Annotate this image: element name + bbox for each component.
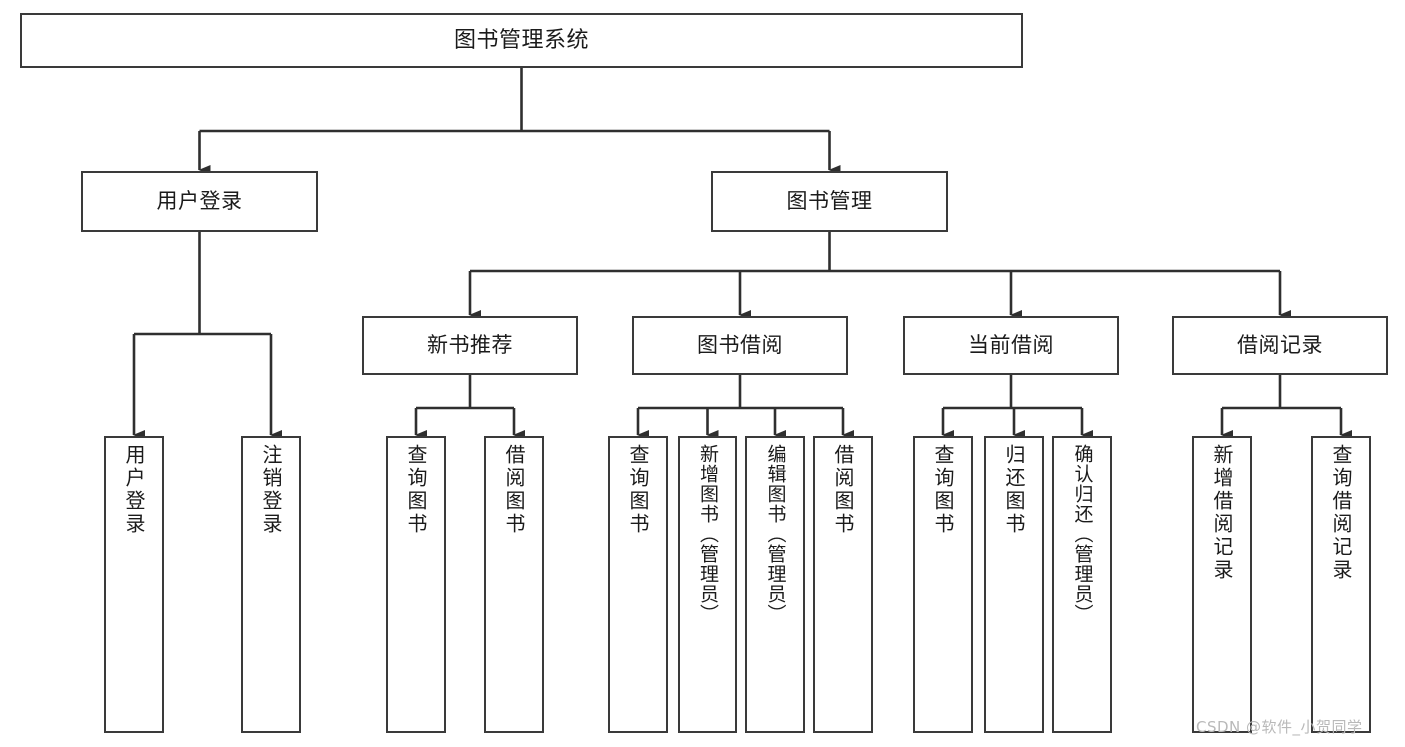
node-leaf-edit-book[interactable]: 编辑图书（管理员） xyxy=(745,436,805,733)
node-label-current-borrow: 当前借阅 xyxy=(968,333,1054,358)
node-leaf-query-book-1[interactable]: 查询图书 xyxy=(386,436,446,733)
node-book-borrow[interactable]: 图书借阅 xyxy=(632,316,848,375)
node-leaf-logout[interactable]: 注销登录 xyxy=(241,436,301,733)
node-leaf-add-record[interactable]: 新增借阅记录 xyxy=(1192,436,1252,733)
watermark-label: CSDN @软件_小贺同学 xyxy=(1196,718,1363,736)
node-label-book-borrow: 图书借阅 xyxy=(697,333,783,358)
node-label-new-book-recommend: 新书推荐 xyxy=(427,333,513,358)
node-current-borrow[interactable]: 当前借阅 xyxy=(903,316,1119,375)
node-label-borrow-record: 借阅记录 xyxy=(1237,333,1323,358)
node-label-leaf-query-book-1: 查询图书 xyxy=(404,444,428,536)
node-book-manage[interactable]: 图书管理 xyxy=(711,171,948,232)
node-label-leaf-query-record: 查询借阅记录 xyxy=(1329,444,1353,582)
node-leaf-query-book-3[interactable]: 查询图书 xyxy=(913,436,973,733)
node-leaf-user-login[interactable]: 用户登录 xyxy=(104,436,164,733)
node-label-leaf-borrow-book-2: 借阅图书 xyxy=(831,444,855,536)
node-label-leaf-query-book-3: 查询图书 xyxy=(931,444,955,536)
node-leaf-borrow-book-2[interactable]: 借阅图书 xyxy=(813,436,873,733)
node-leaf-add-book[interactable]: 新增图书（管理员） xyxy=(678,436,737,733)
node-label-leaf-add-record: 新增借阅记录 xyxy=(1210,444,1234,582)
node-label-book-manage: 图书管理 xyxy=(786,189,873,214)
node-label-leaf-query-book-2: 查询图书 xyxy=(626,444,650,536)
node-label-leaf-return-book: 归还图书 xyxy=(1002,444,1026,536)
connector-group xyxy=(132,68,1352,440)
node-label-user-login: 用户登录 xyxy=(156,189,243,214)
node-label-leaf-user-login: 用户登录 xyxy=(122,444,146,536)
node-leaf-borrow-book-1[interactable]: 借阅图书 xyxy=(484,436,544,733)
node-leaf-confirm-return[interactable]: 确认归还（管理员） xyxy=(1052,436,1112,733)
node-label-leaf-add-book: 新增图书（管理员） xyxy=(697,444,719,624)
node-user-login[interactable]: 用户登录 xyxy=(81,171,318,232)
node-leaf-query-record[interactable]: 查询借阅记录 xyxy=(1311,436,1371,733)
node-leaf-return-book[interactable]: 归还图书 xyxy=(984,436,1044,733)
node-label-root: 图书管理系统 xyxy=(453,27,589,53)
node-label-leaf-confirm-return: 确认归还（管理员） xyxy=(1071,444,1094,624)
node-borrow-record[interactable]: 借阅记录 xyxy=(1172,316,1388,375)
node-label-leaf-borrow-book-1: 借阅图书 xyxy=(502,444,526,536)
node-new-book-recommend[interactable]: 新书推荐 xyxy=(362,316,578,375)
node-root[interactable]: 图书管理系统 xyxy=(20,13,1023,68)
node-label-leaf-edit-book: 编辑图书（管理员） xyxy=(764,444,787,624)
node-label-leaf-logout: 注销登录 xyxy=(259,444,283,536)
node-leaf-query-book-2[interactable]: 查询图书 xyxy=(608,436,668,733)
